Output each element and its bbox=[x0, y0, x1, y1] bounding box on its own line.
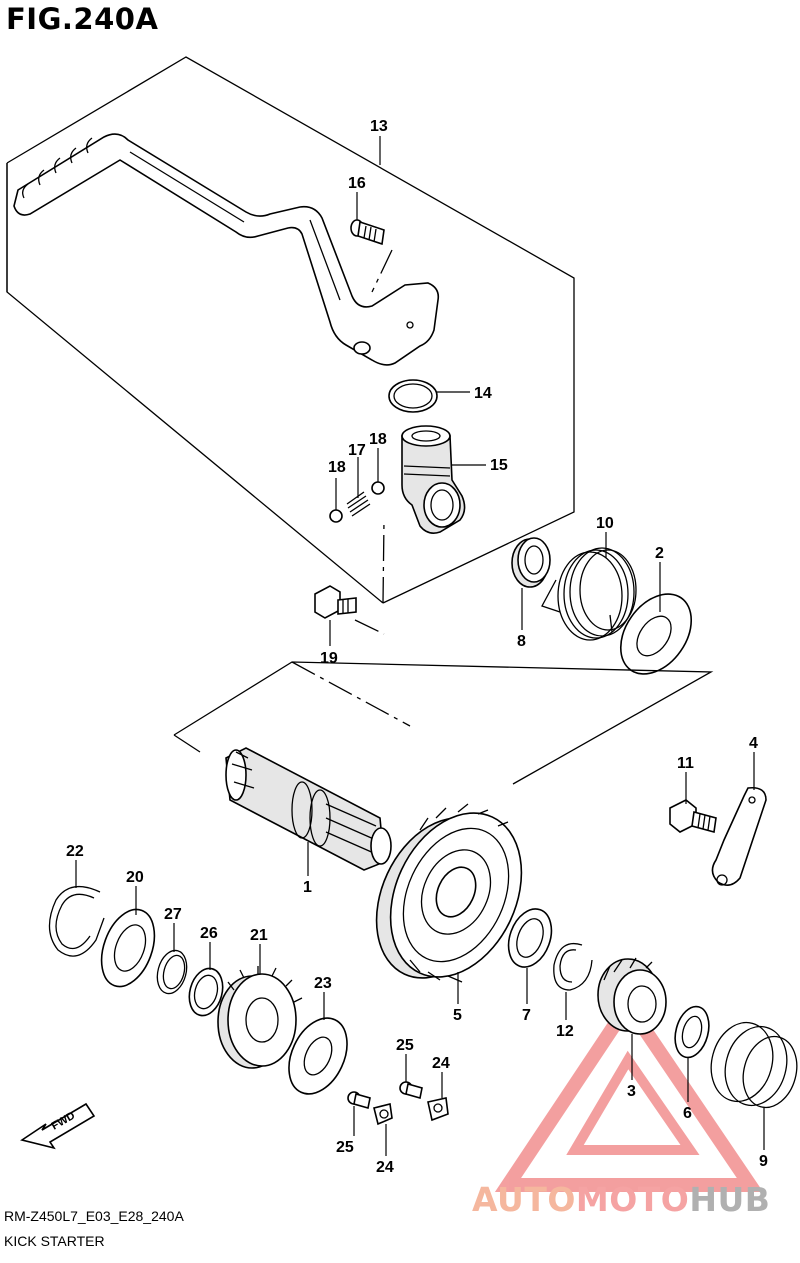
watermark-logo-icon bbox=[494, 992, 764, 1192]
callout-25-top: 25 bbox=[396, 1037, 414, 1054]
callout-6: 6 bbox=[683, 1105, 692, 1122]
watermark-text: AUTOMOTOHUB bbox=[472, 1180, 770, 1219]
callout-numbers: 13 16 14 17 18 18 15 10 2 8 19 4 11 22 2… bbox=[66, 118, 768, 1176]
callout-11: 11 bbox=[677, 755, 694, 772]
washer-part-23 bbox=[288, 1017, 348, 1095]
washer-part-26 bbox=[188, 967, 224, 1017]
callout-14: 14 bbox=[474, 385, 492, 402]
drawing-code: RM-Z450L7_E03_E28_240A bbox=[4, 1208, 184, 1224]
spring-part-17 bbox=[346, 491, 371, 517]
callout-18-left: 18 bbox=[328, 459, 346, 476]
kick-shaft-part-1 bbox=[225, 747, 392, 871]
bushing-part-8 bbox=[511, 537, 551, 588]
washer-part-7 bbox=[507, 908, 553, 968]
ratchet-part-3 bbox=[597, 957, 667, 1035]
callout-2: 2 bbox=[655, 545, 664, 562]
guide-plate-part-4 bbox=[711, 786, 767, 886]
callout-26: 26 bbox=[200, 925, 218, 942]
watermark-part-moto: MOTO bbox=[575, 1180, 690, 1219]
kick-lever-assembly-frame bbox=[6, 56, 575, 604]
callout-8: 8 bbox=[517, 633, 526, 650]
callout-20: 20 bbox=[126, 869, 144, 886]
callout-22: 22 bbox=[66, 843, 84, 860]
callout-25-bottom: 25 bbox=[336, 1139, 354, 1156]
callout-19: 19 bbox=[320, 650, 338, 667]
kick-spring-part-10 bbox=[541, 547, 637, 641]
kick-boss-part-15 bbox=[401, 425, 466, 534]
bolt-part-16 bbox=[350, 219, 393, 293]
callout-1: 1 bbox=[303, 879, 312, 896]
washer-part-24 bbox=[373, 1097, 449, 1126]
bolt-part-25 bbox=[347, 1081, 423, 1110]
kick-gear-part-5 bbox=[375, 803, 523, 983]
kick-lever-part-13 bbox=[13, 133, 440, 366]
callout-3: 3 bbox=[627, 1083, 636, 1100]
callout-13: 13 bbox=[370, 118, 388, 135]
lock-washer-part-20 bbox=[100, 908, 156, 988]
figure-title: FIG.240A bbox=[6, 2, 159, 36]
callout-24-bottom: 24 bbox=[376, 1159, 394, 1176]
fwd-arrow-icon: FWD bbox=[20, 1102, 96, 1150]
bolt-part-19 bbox=[314, 585, 385, 635]
o-ring-part-14 bbox=[388, 379, 438, 413]
callout-24-top: 24 bbox=[432, 1055, 450, 1072]
washer-part-6 bbox=[674, 1005, 710, 1059]
callout-10: 10 bbox=[596, 515, 614, 532]
idle-gear-part-21 bbox=[217, 966, 303, 1069]
spring-part-9 bbox=[710, 1021, 798, 1109]
callout-27: 27 bbox=[164, 906, 182, 923]
bolt-part-11 bbox=[669, 799, 717, 834]
shaft-assembly-bracket bbox=[173, 661, 714, 785]
callout-12: 12 bbox=[556, 1023, 574, 1040]
circlip-part-12 bbox=[553, 942, 593, 991]
callout-4: 4 bbox=[749, 735, 758, 752]
callout-16: 16 bbox=[348, 175, 366, 192]
circlip-part-27 bbox=[156, 949, 188, 995]
leader-lines bbox=[75, 136, 765, 1156]
callout-15: 15 bbox=[490, 457, 508, 474]
watermark-part-auto: AUTO bbox=[472, 1180, 576, 1219]
callout-7: 7 bbox=[522, 1007, 531, 1024]
callout-21: 21 bbox=[250, 927, 268, 944]
callout-18-right: 18 bbox=[369, 431, 387, 448]
callout-9: 9 bbox=[759, 1153, 768, 1170]
callout-17: 17 bbox=[348, 442, 366, 459]
drawing-name: KICK STARTER bbox=[4, 1233, 105, 1249]
callout-23: 23 bbox=[314, 975, 332, 992]
callout-5: 5 bbox=[453, 1007, 462, 1024]
circlip-part-22 bbox=[48, 885, 105, 957]
watermark-part-hub: HUB bbox=[689, 1180, 771, 1219]
